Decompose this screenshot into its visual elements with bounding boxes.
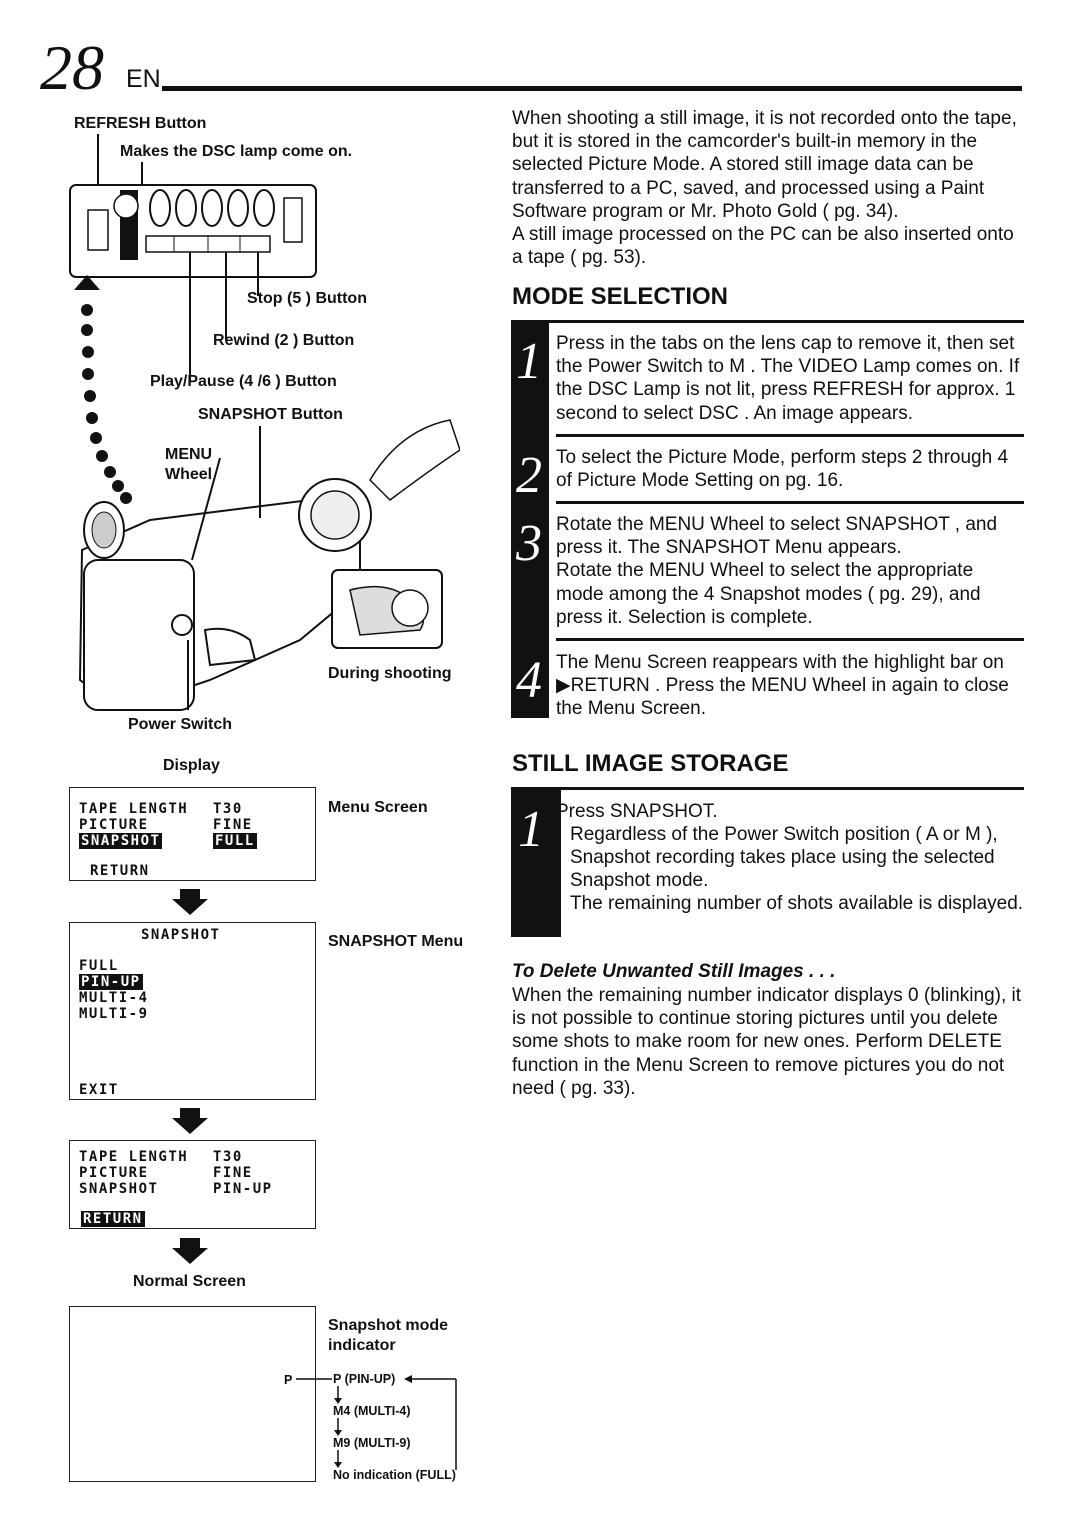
step-text: Rotate the MENU Wheel to select SNAPSHOT…	[556, 514, 998, 628]
power-switch-label: Power Switch	[128, 716, 233, 733]
step-text: The Menu Screen reappears with the highl…	[556, 652, 1009, 720]
indicator-multi9: M9 (MULTI-9)	[333, 1436, 411, 1450]
screen3-return-highlighted: RETURN	[81, 1211, 145, 1227]
step-text: Press in the tabs on the lens cap to rem…	[556, 333, 1020, 424]
snapshot-menu-exit: EXIT	[79, 1082, 119, 1098]
screen1-row1-value: T30	[213, 801, 243, 817]
storage-step-line2: Regardless of the Power Switch position …	[570, 824, 998, 892]
dsc-lamp-note: Makes the DSC lamp come on.	[120, 143, 353, 160]
step-number: 4	[516, 652, 542, 709]
step-divider	[556, 638, 1024, 641]
snapshot-menu-label: SNAPSHOT Menu	[328, 933, 464, 950]
page-number: 28	[40, 32, 104, 103]
screen3-row3-label: SNAPSHOT	[79, 1181, 159, 1197]
normal-screen-label: Normal Screen	[133, 1273, 246, 1290]
snapshot-option-multi9: MULTI-9	[79, 1006, 149, 1022]
step-number-bar	[511, 320, 549, 718]
screen3-row1-value: T30	[213, 1149, 243, 1165]
delete-subheading: To Delete Unwanted Still Images . . .	[512, 961, 836, 982]
screen1-row2-value: FINE	[213, 817, 253, 833]
step-number-bar	[511, 787, 561, 937]
screen1-row3-label: SNAPSHOT	[79, 833, 163, 849]
screen1-row1-label: TAPE LENGTH	[79, 801, 189, 817]
snapshot-option-multi4: MULTI-4	[79, 990, 149, 1006]
section-rule	[512, 787, 1024, 790]
mode-selection-heading: MODE SELECTION	[512, 283, 729, 310]
still-image-storage-heading: STILL IMAGE STORAGE	[512, 750, 789, 777]
down-arrow-icon	[172, 1108, 208, 1134]
step-divider	[556, 434, 1024, 437]
indicator-multi4: M4 (MULTI-4)	[333, 1404, 411, 1418]
rewind-button-label: Rewind (2 ) Button	[213, 332, 355, 349]
down-arrow-icon	[172, 889, 208, 915]
step-divider	[556, 501, 1024, 504]
step-number: 1	[518, 801, 544, 858]
snapshot-option-full: FULL	[79, 958, 119, 974]
step-number: 3	[516, 515, 542, 572]
during-shooting-label: During shooting	[328, 665, 452, 682]
menu-label: MENU	[165, 446, 213, 463]
snapshot-menu-title: SNAPSHOT	[141, 927, 221, 943]
screen1-row3-value: FULL	[213, 833, 257, 849]
screen1-return: RETURN	[90, 863, 150, 879]
menu-screen-updated-display: TAPE LENGTH T30 PICTURE FINE SNAPSHOT PI…	[69, 1140, 316, 1229]
screen1-row2-label: PICTURE	[79, 817, 149, 833]
step-number: 2	[516, 447, 542, 504]
storage-step-line3: The remaining number of shots available …	[570, 893, 1024, 914]
delete-paragraph: When the remaining number indicator disp…	[512, 985, 1022, 1099]
screen3-row3-value: PIN-UP	[213, 1181, 273, 1197]
indicator-full: No indication (FULL)	[333, 1468, 456, 1482]
screen3-row1-label: TAPE LENGTH	[79, 1149, 189, 1165]
menu-screen-display: TAPE LENGTH T30 PICTURE FINE SNAPSHOT FU…	[69, 787, 316, 881]
snapshot-menu-display: SNAPSHOT FULL PIN-UP MULTI-4 MULTI-9 EXI…	[69, 922, 316, 1100]
indicator-flow-lines	[296, 1375, 457, 1470]
play-pause-button-label: Play/Pause (4 /6 ) Button	[150, 373, 337, 390]
menu-screen-label: Menu Screen	[328, 799, 428, 816]
step-number: 1	[516, 333, 542, 390]
snapshot-button-label: SNAPSHOT Button	[198, 406, 343, 423]
normal-screen-display: P	[69, 1306, 316, 1482]
storage-step-line1: Press SNAPSHOT.	[556, 801, 718, 822]
snapshot-option-pinup: PIN-UP	[79, 974, 143, 990]
snapshot-mode-indicator-label: Snapshot mode indicator	[328, 1317, 449, 1354]
screen3-row2-label: PICTURE	[79, 1165, 149, 1181]
snapshot-mode-indicator-p: P	[284, 1373, 293, 1387]
intro-paragraph-2: A still image processed on the PC can be…	[512, 224, 1014, 269]
stop-button-label: Stop (5 ) Button	[247, 290, 367, 307]
down-arrow-icon	[172, 1238, 208, 1264]
camcorder-illustration	[69, 134, 460, 712]
indicator-pinup: P (PIN-UP)	[333, 1372, 396, 1386]
language-code: EN	[126, 65, 161, 93]
section-rule	[512, 320, 1024, 323]
intro-paragraph: When shooting a still image, it is not r…	[512, 108, 1017, 222]
wheel-label: Wheel	[165, 466, 213, 483]
header-rule	[162, 86, 1022, 91]
display-label: Display	[163, 757, 220, 774]
screen3-row2-value: FINE	[213, 1165, 253, 1181]
step-text: To select the Picture Mode, perform step…	[556, 447, 1009, 492]
refresh-button-label: REFRESH Button	[74, 115, 207, 132]
